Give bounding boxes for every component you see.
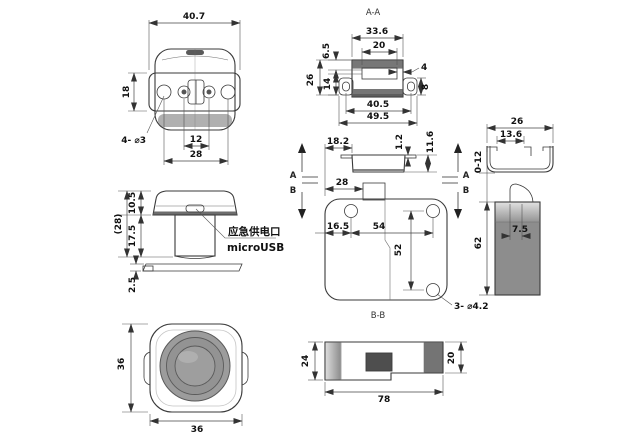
strike-channel-view: 26 13.6 0-12: [474, 117, 554, 203]
section-markers-left: A B: [290, 143, 318, 219]
dim-band-height-label: 18: [122, 86, 132, 99]
hook-side-view: 62 7.5: [474, 183, 541, 296]
dim-total-height-label: (28): [114, 214, 124, 235]
dim-edge-to-hole-label: 16.5: [327, 222, 349, 232]
plate-tab: [362, 182, 386, 201]
microusb-slot: [185, 204, 205, 213]
bb-square-hole: [365, 352, 393, 372]
section-bb-view: B-B 24 20 78: [301, 311, 467, 405]
callout-en-label: microUSB: [227, 242, 284, 254]
screw-hole: [177, 85, 191, 99]
base-plate: [324, 198, 448, 301]
section-markers-right: A B: [442, 143, 470, 219]
plate-hole-callout-label: 3- ⌀4.2: [454, 302, 489, 312]
dim-width-label: 40.7: [183, 12, 205, 22]
dim-flange-label: 1.2: [395, 134, 405, 150]
dim-hook-offset-label: 7.5: [512, 225, 528, 235]
knob-ring-inner: [174, 345, 216, 387]
screw-hole: [202, 85, 216, 99]
dim-bb-width-label: 78: [378, 395, 391, 405]
bracket-window: [361, 67, 398, 80]
dim-cap-height-label: 10.5: [128, 192, 138, 214]
section-aa-view: A-A 33.6 20 6.5 14 26 4 8 40.5: [306, 8, 431, 126]
section-bb-title: B-B: [371, 311, 386, 321]
knob-barrel: [174, 214, 216, 257]
dim-knob-width-label: 36: [191, 425, 204, 435]
hook-tip: [509, 183, 534, 203]
section-a-label: A: [290, 171, 297, 181]
mount-hole: [156, 84, 172, 100]
section-b-label: B: [463, 186, 469, 196]
front-view: 40.7 18 12 28 4- ⌀3: [121, 12, 241, 165]
cap-flange-left: [340, 154, 353, 159]
dim-cap-height-label: 11.6: [426, 131, 436, 153]
side-tab-left: [143, 351, 151, 386]
knob-cap: [152, 190, 238, 216]
side-tab-right: [241, 351, 249, 386]
mount-hole: [220, 84, 236, 100]
dim-top-width-label: 33.6: [366, 27, 388, 37]
dim-knob-height-label: 36: [117, 358, 127, 371]
dim-tab-offset-label: 28: [336, 178, 349, 188]
hook-body: [494, 201, 541, 296]
section-aa-title: A-A: [366, 8, 381, 18]
section-a-label: A: [463, 171, 470, 181]
plate-hole: [426, 204, 440, 218]
dim-bb-left-label: 24: [301, 355, 311, 368]
dim-cap-offset-label: 18.2: [327, 137, 349, 147]
bracket-body: [351, 59, 404, 98]
dim-total-width-label: 49.5: [367, 112, 389, 122]
dim-hole-span-v-label: 52: [394, 244, 404, 257]
dim-hook-height-label: 62: [474, 237, 484, 250]
cap-flange-right: [404, 154, 417, 159]
dim-channel-inner-label: 13.6: [500, 130, 522, 140]
ear-slot: [342, 81, 350, 92]
cap-side-view: 18.2 1.2 11.6: [324, 131, 437, 196]
dim-gap-range-label: 0-12: [474, 151, 484, 174]
gasket: [142, 263, 243, 272]
knob-body: [149, 323, 243, 413]
dim-outer-holes-label: 28: [190, 150, 203, 160]
base-plate-view: 28 16.5 54 52 3- ⌀4.2: [315, 178, 489, 312]
dim-gasket-label: 2.5: [128, 277, 138, 293]
knob-front-view: 36 36: [117, 323, 249, 435]
dim-window-width-label: 20: [373, 41, 386, 51]
plate-hole: [344, 204, 358, 218]
section-b-label: B: [290, 186, 296, 196]
dim-mid-height-label: 14: [323, 78, 333, 91]
dim-bb-right-label: 20: [447, 352, 457, 365]
knob-side-view: 应急供电口 microUSB 10.5 17.5 (28) 2.5: [114, 190, 284, 293]
dim-channel-width-label: 26: [511, 117, 524, 127]
left-ear: [338, 77, 354, 96]
ear-slot: [407, 81, 415, 92]
dim-hole-span-h-label: 54: [373, 222, 386, 232]
dim-wall-label: 4: [421, 63, 427, 73]
cap-body: [351, 154, 406, 173]
callout-cn-label: 应急供电口: [228, 225, 281, 238]
dim-slot-span-label: 40.5: [367, 100, 389, 110]
hole-callout-label: 4- ⌀3: [121, 136, 146, 146]
bb-body: [324, 341, 444, 381]
dim-ear-height-label: 8: [421, 84, 431, 90]
latch-band: [148, 72, 241, 112]
dim-inner-holes-label: 12: [190, 135, 203, 145]
dim-top-offset-label: 6.5: [322, 43, 332, 59]
plate-hole: [426, 283, 440, 297]
dim-total-height-label: 26: [306, 74, 316, 87]
dim-body-height-label: 17.5: [128, 225, 138, 247]
